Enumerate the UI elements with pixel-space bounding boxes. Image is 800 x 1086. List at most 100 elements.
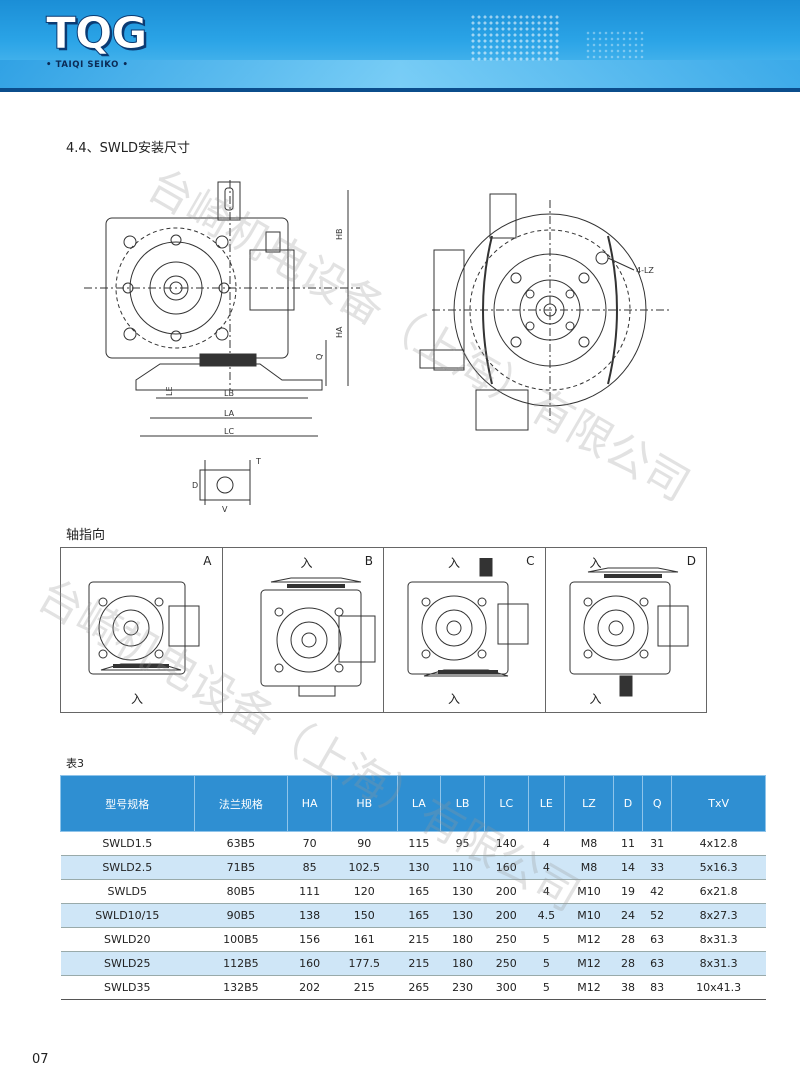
panel-letter: D: [686, 554, 696, 568]
dim-lc: LC: [224, 427, 234, 436]
cell: 100B5: [194, 927, 288, 952]
cell: SWLD2.5: [60, 855, 195, 880]
cell: 19: [613, 879, 643, 904]
cell: 90B5: [194, 903, 288, 928]
col-txv: TxV: [671, 775, 766, 832]
header-divider: [0, 88, 800, 92]
cell: 90: [331, 831, 398, 856]
col-lz: LZ: [564, 775, 614, 832]
col-d: D: [612, 775, 644, 832]
cell: 8x27.3: [671, 903, 766, 928]
cell: SWLD10/15: [60, 903, 195, 928]
cell: 31: [642, 831, 672, 856]
dim-q: Q: [315, 354, 324, 360]
header-band: [0, 60, 800, 88]
cell: 200: [484, 879, 529, 904]
cell: 250: [484, 951, 529, 976]
cell: 5: [528, 951, 565, 976]
cell: 5: [528, 927, 565, 952]
dim-la: LA: [224, 409, 235, 418]
cell: 4: [528, 855, 565, 880]
cell: 102.5: [331, 855, 398, 880]
dim-ha: HA: [335, 326, 344, 338]
panel-entry: 入: [300, 556, 313, 570]
dim-4lz: 4-LZ: [636, 266, 654, 275]
cell: 4.5: [528, 903, 565, 928]
gearbox-drawing-d: [569, 567, 688, 697]
cell: 28: [613, 927, 643, 952]
cell: 10x41.3: [671, 975, 766, 1000]
cell: SWLD25: [60, 951, 195, 976]
cell: 95: [440, 831, 485, 856]
cell: 83: [642, 975, 672, 1000]
panel-entry: 入: [448, 556, 461, 570]
cell: M8: [564, 855, 614, 880]
cell: 161: [331, 927, 398, 952]
table-label: 表3: [66, 757, 84, 770]
cell: 215: [397, 927, 441, 952]
cell: 300: [484, 975, 529, 1000]
cell: 33: [642, 855, 672, 880]
cell: 85: [287, 855, 332, 880]
cell: 63: [642, 927, 672, 952]
cell: 177.5: [331, 951, 398, 976]
cell: 130: [440, 879, 485, 904]
cell: M8: [564, 831, 614, 856]
cell: 160: [484, 855, 529, 880]
table-header-row: 型号规格 法兰规格 HA HB LA LB LC LE LZ D Q TxV: [60, 775, 766, 832]
cell: 71B5: [194, 855, 288, 880]
panel-entry: 入: [131, 692, 144, 706]
gearbox-drawing-c: [407, 558, 529, 677]
panel-entry: 入: [589, 556, 602, 570]
col-q: Q: [642, 775, 673, 832]
cell: 63B5: [194, 831, 288, 856]
dim-t: T: [255, 457, 261, 466]
cell: 38: [613, 975, 643, 1000]
col-la: LA: [396, 775, 442, 832]
shaft-panel-b: B 入: [223, 548, 384, 712]
cell: SWLD5: [60, 879, 195, 904]
cell: 112B5: [194, 951, 288, 976]
header-dot-pattern: [470, 14, 560, 62]
panel-letter: B: [364, 554, 373, 568]
panel-entry-bottom: 入: [589, 692, 602, 706]
cell: 265: [397, 975, 441, 1000]
cell: 165: [397, 903, 441, 928]
cell: 110: [440, 855, 485, 880]
cell: 4x12.8: [671, 831, 766, 856]
cell: SWLD20: [60, 927, 195, 952]
cell: M12: [564, 951, 614, 976]
panel-letter: C: [526, 554, 535, 568]
cell: 165: [397, 879, 441, 904]
shaft-panel-d: D 入 入: [546, 548, 707, 712]
dim-d: D: [192, 481, 198, 490]
col-hb: HB: [330, 775, 398, 832]
cell: 4: [528, 879, 565, 904]
cell: M10: [564, 879, 614, 904]
logo-subtitle: • TAIQI SEIKO •: [46, 60, 129, 70]
col-le: LE: [527, 775, 566, 832]
cell: 8x31.3: [671, 927, 766, 952]
cell: 215: [331, 975, 398, 1000]
cell: SWLD1.5: [60, 831, 195, 856]
cell: 28: [613, 951, 643, 976]
cell: M10: [564, 903, 614, 928]
col-lb: LB: [440, 775, 485, 832]
cell: 130: [397, 855, 441, 880]
cell: 215: [397, 951, 441, 976]
cell: 111: [287, 879, 332, 904]
cell: 180: [440, 951, 485, 976]
cell: 120: [331, 879, 398, 904]
cell: 132B5: [194, 975, 288, 1000]
cell: 4: [528, 831, 565, 856]
cell: 52: [642, 903, 672, 928]
panel-letter: A: [203, 554, 212, 568]
col-ha: HA: [287, 775, 332, 832]
cell: 63: [642, 951, 672, 976]
